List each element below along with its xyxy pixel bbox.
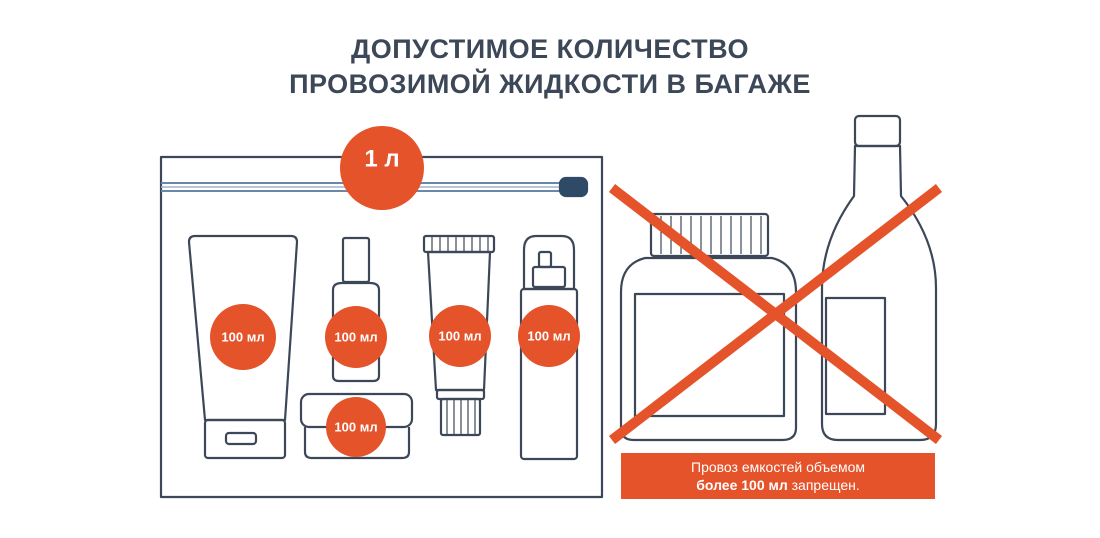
volume-marker-ointment	[429, 305, 491, 367]
dropper-bottle	[331, 236, 381, 383]
volume-label-jar: 100 мл	[334, 420, 377, 435]
zip-slider	[558, 176, 589, 198]
volume-marker-dropper	[325, 306, 387, 368]
volume-marker-spray	[518, 305, 580, 367]
squeeze-tube	[187, 234, 299, 460]
title-line-2: ПРОВОЗИМОЙ ЖИДКОСТИ В БАГАЖЕ	[289, 69, 811, 99]
forbidden-notice-rest: запрещен.	[787, 477, 860, 493]
forbidden-notice: Провоз емкостей объемом более 100 мл зап…	[621, 453, 935, 499]
volume-label-ointment: 100 мл	[438, 329, 481, 344]
forbidden-notice-line1: Провоз емкостей объемом	[691, 459, 865, 475]
capacity-label: 1 л	[364, 146, 399, 173]
volume-label-spray: 100 мл	[527, 329, 570, 344]
ointment-tube	[422, 234, 496, 437]
volume-marker-jar	[326, 397, 386, 457]
volume-marker-tube	[210, 304, 276, 370]
volume-label-tube: 100 мл	[221, 330, 264, 345]
capacity-badge	[340, 126, 424, 210]
title-line-1: ДОПУСТИМОЕ КОЛИЧЕСТВО	[351, 34, 749, 64]
large-jar	[619, 212, 798, 442]
forbidden-notice-bold: более 100 мл	[696, 477, 788, 493]
forbidden-notice-line2: более 100 мл запрещен.	[621, 476, 935, 494]
spray-bottle	[519, 234, 579, 461]
forbidden-cross-icon	[608, 184, 943, 444]
volume-label-dropper: 100 мл	[334, 330, 377, 345]
